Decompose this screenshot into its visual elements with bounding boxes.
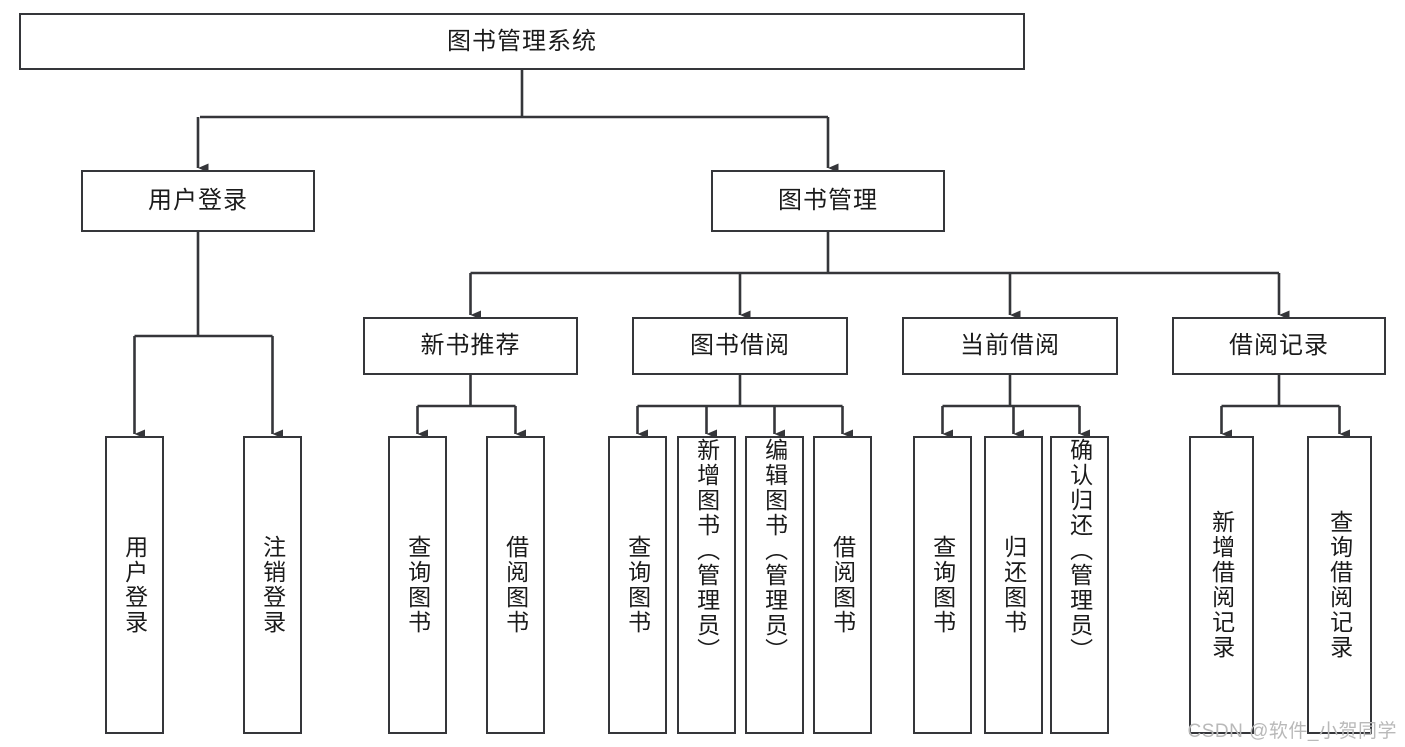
node-label: 查询借阅记录 <box>1326 510 1353 660</box>
node-label: 借阅图书 <box>502 535 529 635</box>
node-label: 归还图书 <box>1000 535 1027 635</box>
node-label: 确认归还（管理员） <box>1066 438 1093 663</box>
node-label: 新增借阅记录 <box>1208 510 1235 660</box>
node-label: 查询图书 <box>404 535 431 635</box>
node-label: 借阅记录 <box>1229 332 1329 360</box>
node-label: 图书借阅 <box>690 332 790 360</box>
leaf-user-login[interactable]: 用户登录 <box>105 436 164 734</box>
leaf-query-book[interactable]: 查询图书 <box>608 436 667 734</box>
node-label: 新书推荐 <box>420 332 521 360</box>
node-label: 编辑图书（管理员） <box>761 438 788 663</box>
node-label: 当前借阅 <box>960 332 1060 360</box>
node-label: 借阅图书 <box>829 535 856 635</box>
node-new-book-recommendation[interactable]: 新书推荐 <box>363 317 578 375</box>
node-label: 查询图书 <box>929 535 956 635</box>
leaf-add-record[interactable]: 新增借阅记录 <box>1189 436 1254 734</box>
leaf-edit-book[interactable]: 编辑图书（管理员） <box>745 436 804 734</box>
node-root-system[interactable]: 图书管理系统 <box>19 13 1025 70</box>
node-label: 注销登录 <box>259 535 286 635</box>
node-label: 图书管理 <box>778 187 878 215</box>
node-label: 用户登录 <box>148 187 248 215</box>
node-current-borrowing[interactable]: 当前借阅 <box>902 317 1118 375</box>
leaf-logout[interactable]: 注销登录 <box>243 436 302 734</box>
leaf-confirm-return[interactable]: 确认归还（管理员） <box>1050 436 1109 734</box>
node-book-management[interactable]: 图书管理 <box>711 170 945 232</box>
leaf-return-book[interactable]: 归还图书 <box>984 436 1043 734</box>
node-borrowing-record[interactable]: 借阅记录 <box>1172 317 1386 375</box>
node-label: 查询图书 <box>624 535 651 635</box>
node-label: 图书管理系统 <box>447 27 597 55</box>
node-user-login[interactable]: 用户登录 <box>81 170 315 232</box>
leaf-query-record[interactable]: 查询借阅记录 <box>1307 436 1372 734</box>
node-label: 新增图书（管理员） <box>693 438 720 663</box>
leaf-borrow-book-rec[interactable]: 借阅图书 <box>486 436 545 734</box>
node-label: 用户登录 <box>121 535 148 635</box>
leaf-add-book[interactable]: 新增图书（管理员） <box>677 436 736 734</box>
node-book-borrowing[interactable]: 图书借阅 <box>632 317 848 375</box>
leaf-query-book-cur[interactable]: 查询图书 <box>913 436 972 734</box>
watermark-text: CSDN @软件_小贺同学 <box>1187 721 1397 742</box>
leaf-borrow-book[interactable]: 借阅图书 <box>813 436 872 734</box>
leaf-query-book-rec[interactable]: 查询图书 <box>388 436 447 734</box>
